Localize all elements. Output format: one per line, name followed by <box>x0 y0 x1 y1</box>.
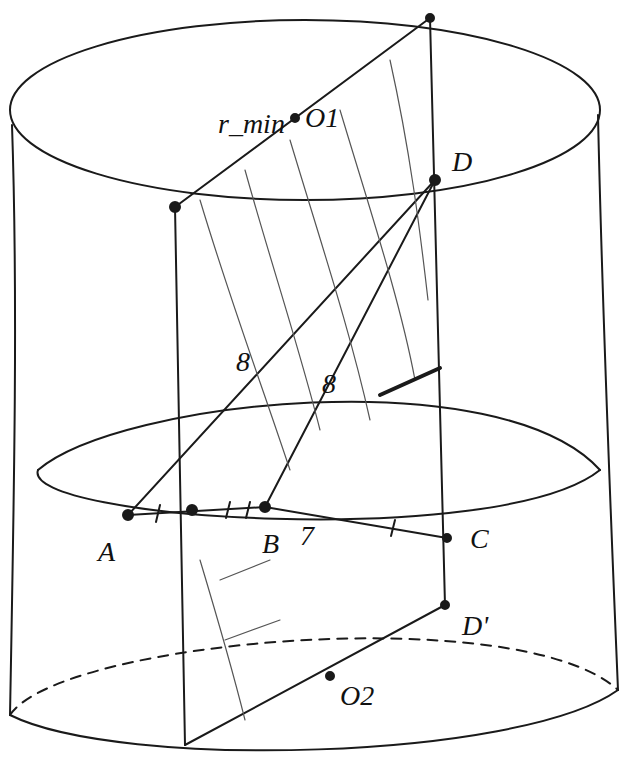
segment-ad <box>128 180 435 515</box>
dimension: 7 <box>300 522 314 550</box>
tick-mark <box>156 505 160 522</box>
dimension: 8 <box>236 348 250 376</box>
section-edge <box>430 18 445 605</box>
cylinder-side <box>598 115 618 690</box>
segment-bd <box>265 180 435 507</box>
top-base <box>10 20 600 200</box>
bottom-base <box>10 690 618 750</box>
point-label: D' <box>462 612 488 640</box>
section-edge <box>175 207 185 745</box>
segment-bc <box>265 507 447 538</box>
dimension: 8 <box>322 370 336 398</box>
bottom-diameter <box>185 605 445 745</box>
level-back <box>38 402 600 470</box>
level-front <box>38 470 600 519</box>
point-label: O1 <box>305 104 339 132</box>
point-label: A <box>98 538 115 566</box>
point-label: D <box>452 148 472 176</box>
cylinder-side <box>10 125 15 715</box>
label: r_min <box>218 110 285 138</box>
point-label: B <box>262 530 279 558</box>
tick-mark <box>226 502 230 518</box>
top-diameter <box>175 18 430 207</box>
tick-mark <box>391 520 395 536</box>
point-label: C <box>470 525 489 553</box>
pen-mark <box>380 368 440 395</box>
tick-mark <box>246 502 250 518</box>
point-label: O2 <box>340 682 374 710</box>
points <box>123 14 451 680</box>
